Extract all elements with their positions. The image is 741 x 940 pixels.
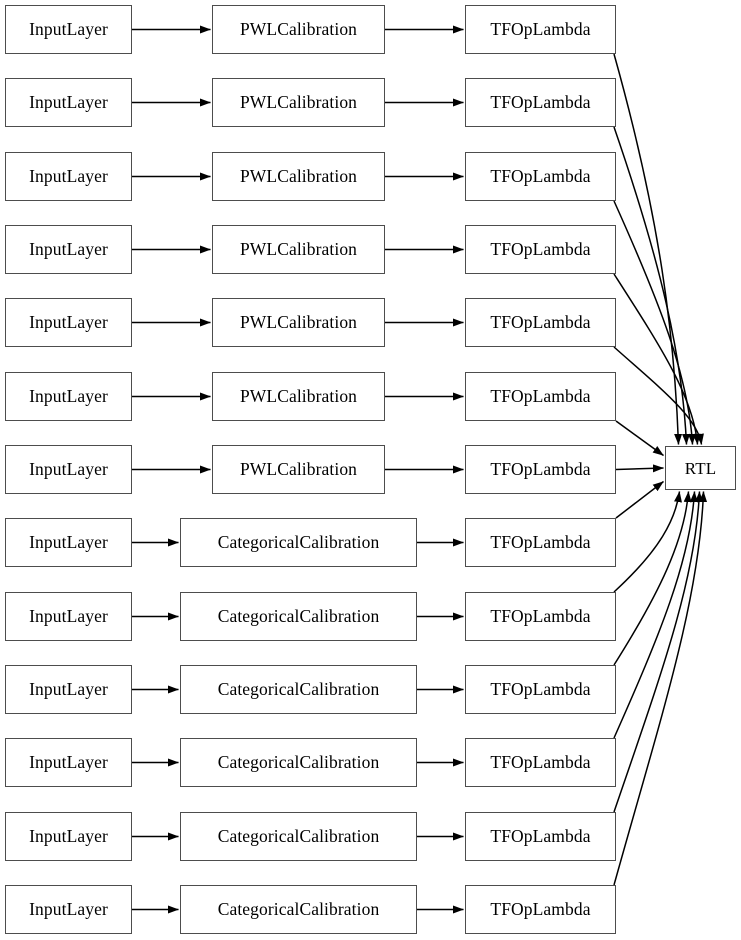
pwlcalibration-node-4[interactable]: PWLCalibration <box>212 298 385 347</box>
tf-op-lambda-node-1[interactable]: TFOpLambda <box>465 78 616 127</box>
node-label: InputLayer <box>29 311 108 332</box>
pwlcalibration-node-2[interactable]: PWLCalibration <box>212 152 385 201</box>
node-label: PWLCalibration <box>239 385 358 406</box>
node-label: CategoricalCalibration <box>217 678 380 699</box>
tf-op-lambda-node-9[interactable]: TFOpLambda <box>465 665 616 714</box>
input-layer-node-4[interactable]: InputLayer <box>5 298 132 347</box>
input-layer-node-3[interactable]: InputLayer <box>5 225 132 274</box>
node-label: InputLayer <box>29 458 108 479</box>
input-layer-node-1[interactable]: InputLayer <box>5 78 132 127</box>
tf-op-lambda-node-8[interactable]: TFOpLambda <box>465 592 616 641</box>
node-label: TFOpLambda <box>490 91 591 112</box>
node-label: TFOpLambda <box>490 825 591 846</box>
input-layer-node-8[interactable]: InputLayer <box>5 592 132 641</box>
pwlcalibration-node-1[interactable]: PWLCalibration <box>212 78 385 127</box>
node-label: PWLCalibration <box>239 311 358 332</box>
pwlcalibration-node-0[interactable]: PWLCalibration <box>212 5 385 54</box>
tf-op-lambda-node-11[interactable]: TFOpLambda <box>465 812 616 861</box>
node-label: InputLayer <box>29 678 108 699</box>
input-layer-node-6[interactable]: InputLayer <box>5 445 132 494</box>
node-label: PWLCalibration <box>239 91 358 112</box>
node-label: CategoricalCalibration <box>217 898 380 919</box>
pwlcalibration-node-3[interactable]: PWLCalibration <box>212 225 385 274</box>
node-label: PWLCalibration <box>239 18 358 39</box>
node-label: CategoricalCalibration <box>217 531 380 552</box>
categorical-calibration-node-7[interactable]: CategoricalCalibration <box>180 518 417 567</box>
pwlcalibration-node-5[interactable]: PWLCalibration <box>212 372 385 421</box>
node-label: PWLCalibration <box>239 458 358 479</box>
node-label: TFOpLambda <box>490 751 591 772</box>
sink-node-rtl[interactable]: RTL <box>665 446 736 490</box>
node-label: TFOpLambda <box>490 165 591 186</box>
node-label: RTL <box>684 458 717 478</box>
node-label: InputLayer <box>29 91 108 112</box>
tf-op-lambda-node-0[interactable]: TFOpLambda <box>465 5 616 54</box>
node-label: InputLayer <box>29 18 108 39</box>
tf-op-lambda-node-7[interactable]: TFOpLambda <box>465 518 616 567</box>
node-label: TFOpLambda <box>490 458 591 479</box>
node-label: InputLayer <box>29 825 108 846</box>
node-label: TFOpLambda <box>490 311 591 332</box>
node-label: InputLayer <box>29 238 108 259</box>
categorical-calibration-node-12[interactable]: CategoricalCalibration <box>180 885 417 934</box>
input-layer-node-12[interactable]: InputLayer <box>5 885 132 934</box>
input-layer-node-5[interactable]: InputLayer <box>5 372 132 421</box>
node-label: PWLCalibration <box>239 165 358 186</box>
node-label: CategoricalCalibration <box>217 605 380 626</box>
node-label: TFOpLambda <box>490 898 591 919</box>
categorical-calibration-node-10[interactable]: CategoricalCalibration <box>180 738 417 787</box>
node-label: TFOpLambda <box>490 238 591 259</box>
categorical-calibration-node-8[interactable]: CategoricalCalibration <box>180 592 417 641</box>
node-label: InputLayer <box>29 531 108 552</box>
tf-op-lambda-node-5[interactable]: TFOpLambda <box>465 372 616 421</box>
node-label: InputLayer <box>29 898 108 919</box>
node-label: CategoricalCalibration <box>217 751 380 772</box>
node-label: TFOpLambda <box>490 18 591 39</box>
pwlcalibration-node-6[interactable]: PWLCalibration <box>212 445 385 494</box>
node-label: PWLCalibration <box>239 238 358 259</box>
input-layer-node-0[interactable]: InputLayer <box>5 5 132 54</box>
tf-op-lambda-node-6[interactable]: TFOpLambda <box>465 445 616 494</box>
categorical-calibration-node-9[interactable]: CategoricalCalibration <box>180 665 417 714</box>
node-label: TFOpLambda <box>490 385 591 406</box>
node-label: TFOpLambda <box>490 531 591 552</box>
node-label: InputLayer <box>29 165 108 186</box>
node-label: InputLayer <box>29 385 108 406</box>
input-layer-node-2[interactable]: InputLayer <box>5 152 132 201</box>
node-label: InputLayer <box>29 751 108 772</box>
node-label: TFOpLambda <box>490 605 591 626</box>
input-layer-node-10[interactable]: InputLayer <box>5 738 132 787</box>
node-label: TFOpLambda <box>490 678 591 699</box>
categorical-calibration-node-11[interactable]: CategoricalCalibration <box>180 812 417 861</box>
tf-op-lambda-node-12[interactable]: TFOpLambda <box>465 885 616 934</box>
tf-op-lambda-node-10[interactable]: TFOpLambda <box>465 738 616 787</box>
input-layer-node-9[interactable]: InputLayer <box>5 665 132 714</box>
input-layer-node-7[interactable]: InputLayer <box>5 518 132 567</box>
tf-op-lambda-node-2[interactable]: TFOpLambda <box>465 152 616 201</box>
tf-op-lambda-node-4[interactable]: TFOpLambda <box>465 298 616 347</box>
tf-op-lambda-node-3[interactable]: TFOpLambda <box>465 225 616 274</box>
node-label: InputLayer <box>29 605 108 626</box>
node-label: CategoricalCalibration <box>217 825 380 846</box>
input-layer-node-11[interactable]: InputLayer <box>5 812 132 861</box>
